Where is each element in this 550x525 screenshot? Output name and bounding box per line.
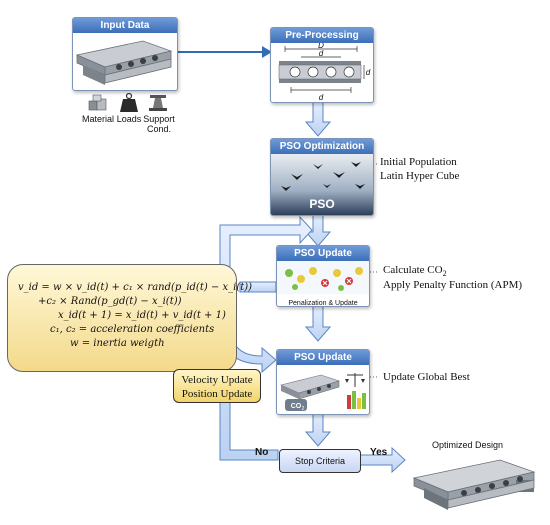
global-best-image: CO 2: [280, 373, 366, 412]
update-global-best-note: Update Global Best: [383, 371, 470, 383]
arrow-pso-optimization-to-update: [304, 214, 332, 247]
support-icon: [148, 94, 168, 112]
pso-update-1-title: PSO Update: [277, 246, 369, 261]
support-label-line2: Cond.: [146, 124, 172, 134]
calculate-co2-text: Calculate CO: [383, 264, 443, 276]
pso-update-2-title: PSO Update: [277, 350, 369, 365]
preprocessing-card: Pre-Processing D d d d: [270, 27, 374, 103]
calculate-co2-sub: 2: [442, 269, 447, 279]
support-label-line1: Support: [143, 114, 175, 124]
input-data-card: Input Data: [72, 17, 178, 91]
preprocessing-title: Pre-Processing: [271, 28, 373, 43]
beam-image: [75, 40, 173, 85]
dim-d-bottom: d: [319, 93, 324, 102]
material-label: Material: [81, 114, 114, 124]
dim-d-side: d: [366, 68, 371, 77]
equation-line-3: x_id(t + 1) = x_id(t) + v_id(t + 1): [58, 310, 226, 321]
pso-update-card-1: PSO Update Penalization & Update: [276, 245, 370, 307]
arrow-input-to-preprocessing: [178, 46, 272, 58]
equation-line-2: +c₂ × Rand(p_gd(t) − x_i(t)): [38, 296, 182, 307]
position-update-label: Position Update: [181, 388, 253, 400]
beam-section-diagram: D d d d: [278, 41, 371, 102]
material-icon: [88, 94, 108, 112]
apply-penalty-note: Apply Penalty Function (APM): [383, 279, 523, 291]
pso-optimization-card: PSO Optimization PSO: [270, 138, 374, 216]
scale-icon: [345, 373, 365, 387]
calculate-co2-note: Calculate CO2: [383, 263, 447, 281]
arrow-yes: [359, 446, 406, 474]
input-data-title: Input Data: [73, 18, 177, 33]
arrow-update-to-update: [304, 304, 332, 342]
latin-hyper-cube-note: Latin Hyper Cube: [380, 170, 460, 182]
stop-criteria-box: Stop Criteria: [279, 449, 361, 473]
equation-line-1: v_id = w × v_id(t) + c₁ × rand(p_id(t) −…: [18, 282, 253, 293]
dim-D: D: [318, 43, 324, 50]
velocity-update-label: Velocity Update: [181, 374, 253, 386]
velocity-position-box: Velocity Update Position Update: [173, 369, 261, 403]
dim-d-top: d: [319, 49, 324, 58]
pso-image-text: PSO: [309, 197, 334, 211]
loads-label: Loads: [116, 114, 142, 124]
penalization-footer: Penalization & Update: [288, 300, 358, 307]
co2-badge-sub: 2: [302, 406, 305, 412]
birds-image: PSO: [271, 154, 373, 215]
equation-box: v_id = w × v_id(t) + c₁ × rand(p_id(t) −…: [7, 264, 253, 372]
no-label: No: [255, 447, 269, 458]
particles-image: [277, 261, 369, 294]
optimized-design-title: Optimized Design: [432, 440, 504, 450]
initial-population-note: Initial Population: [380, 156, 457, 168]
pso-optimization-title: PSO Optimization: [271, 139, 373, 154]
optimized-beam-image: [412, 459, 536, 510]
pso-update-card-2: PSO Update CO 2: [276, 349, 370, 415]
co2-badge-text: CO: [291, 403, 302, 410]
equation-line-4: c₁, c₂ = acceleration coefficients: [50, 324, 215, 335]
arrow-update-to-stop: [304, 412, 332, 447]
loads-icon: [120, 92, 138, 113]
arrow-preprocessing-to-pso-optimization: [304, 101, 332, 137]
equation-line-5: w = inertia weigth: [70, 338, 165, 349]
yes-label: Yes: [370, 447, 388, 458]
